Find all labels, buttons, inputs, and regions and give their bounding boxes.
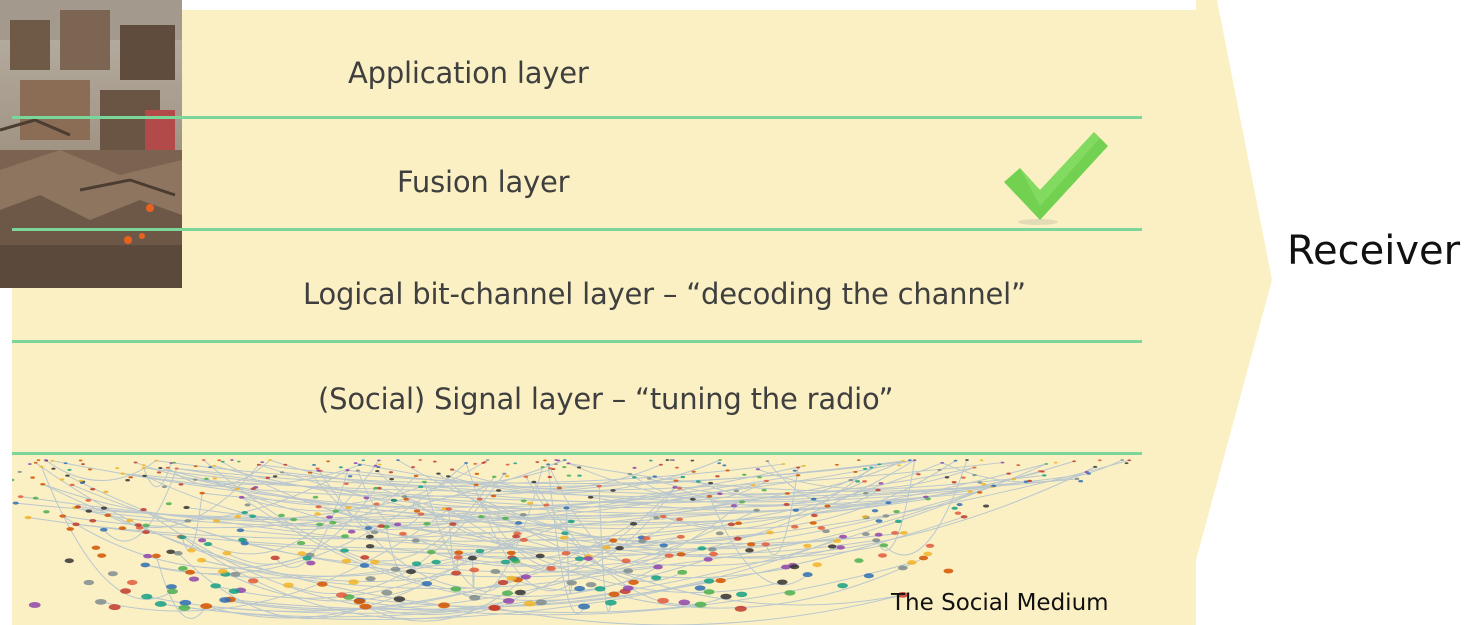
- social-medium-label: The Social Medium: [891, 590, 1109, 616]
- logical-bit-channel-layer-label: Logical bit-channel layer – “decoding th…: [303, 277, 1026, 311]
- divider-line: [12, 340, 1142, 343]
- divider-line: [12, 452, 1142, 455]
- social-network-graph: [12, 459, 1132, 625]
- layer-stack: [12, 0, 1284, 625]
- divider-line: [12, 228, 1142, 231]
- application-layer-label: Application layer: [348, 56, 589, 90]
- checkmark-icon: [1004, 132, 1108, 225]
- receiver-label: Receiver: [1287, 228, 1461, 274]
- fusion-layer-label: Fusion layer: [397, 165, 570, 199]
- divider-line: [12, 116, 1142, 119]
- social-signal-layer-label: (Social) Signal layer – “tuning the radi…: [318, 382, 894, 416]
- earthquake-rubble-photo: [0, 0, 182, 288]
